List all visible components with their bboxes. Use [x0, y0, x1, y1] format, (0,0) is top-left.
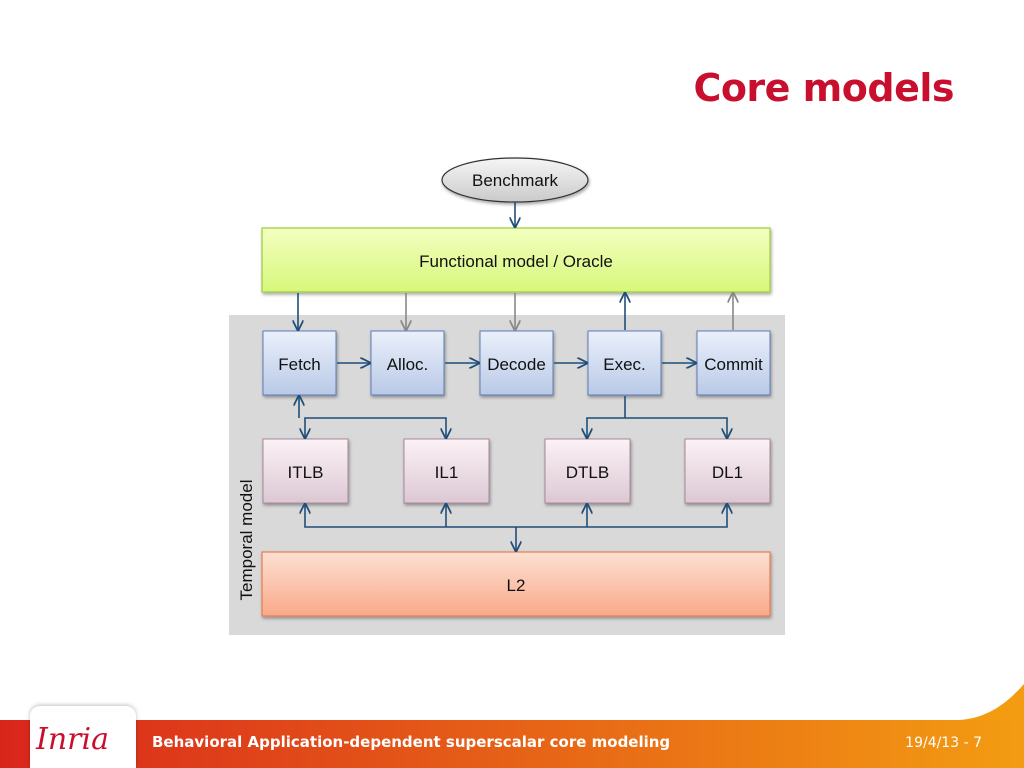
slide-title: Core models — [693, 66, 954, 110]
il1-box — [403, 438, 490, 504]
dl1-label: DL1 — [712, 463, 743, 482]
footer-date: 19/4/13 - 7 — [905, 735, 982, 751]
functional-model-label: Functional model / Oracle — [419, 252, 613, 271]
il1-label: IL1 — [435, 463, 459, 482]
itlb-label: ITLB — [288, 463, 324, 482]
alloc-box — [370, 330, 445, 396]
functional-model-box — [261, 227, 771, 293]
footer-band — [0, 720, 1024, 768]
itlb-box — [262, 438, 349, 504]
commit-label: Commit — [704, 355, 763, 374]
benchmark-label: Benchmark — [472, 171, 558, 190]
l2-label: L2 — [507, 576, 526, 595]
pipeline-stages: Fetch Alloc. Decode Exec. Commit — [262, 330, 771, 396]
logo-card — [30, 706, 136, 768]
commit-box — [696, 330, 771, 396]
arrow-dtlb-dl1-bus — [587, 417, 727, 438]
footer-title: Behavioral Application-dependent supersc… — [152, 733, 671, 751]
alloc-label: Alloc. — [387, 355, 429, 374]
dtlb-label: DTLB — [566, 463, 609, 482]
exec-box — [587, 330, 662, 396]
decode-label: Decode — [487, 355, 546, 374]
arrow-itlb-il1-bus — [305, 417, 446, 438]
decode-box — [479, 330, 554, 396]
fetch-label: Fetch — [278, 355, 321, 374]
inria-logo: Inria — [36, 722, 109, 757]
diagram-arrows — [298, 202, 733, 551]
footer-swoosh — [960, 684, 1024, 720]
exec-label: Exec. — [603, 355, 646, 374]
temporal-model-label: Temporal model — [237, 480, 256, 601]
dtlb-box — [544, 438, 631, 504]
